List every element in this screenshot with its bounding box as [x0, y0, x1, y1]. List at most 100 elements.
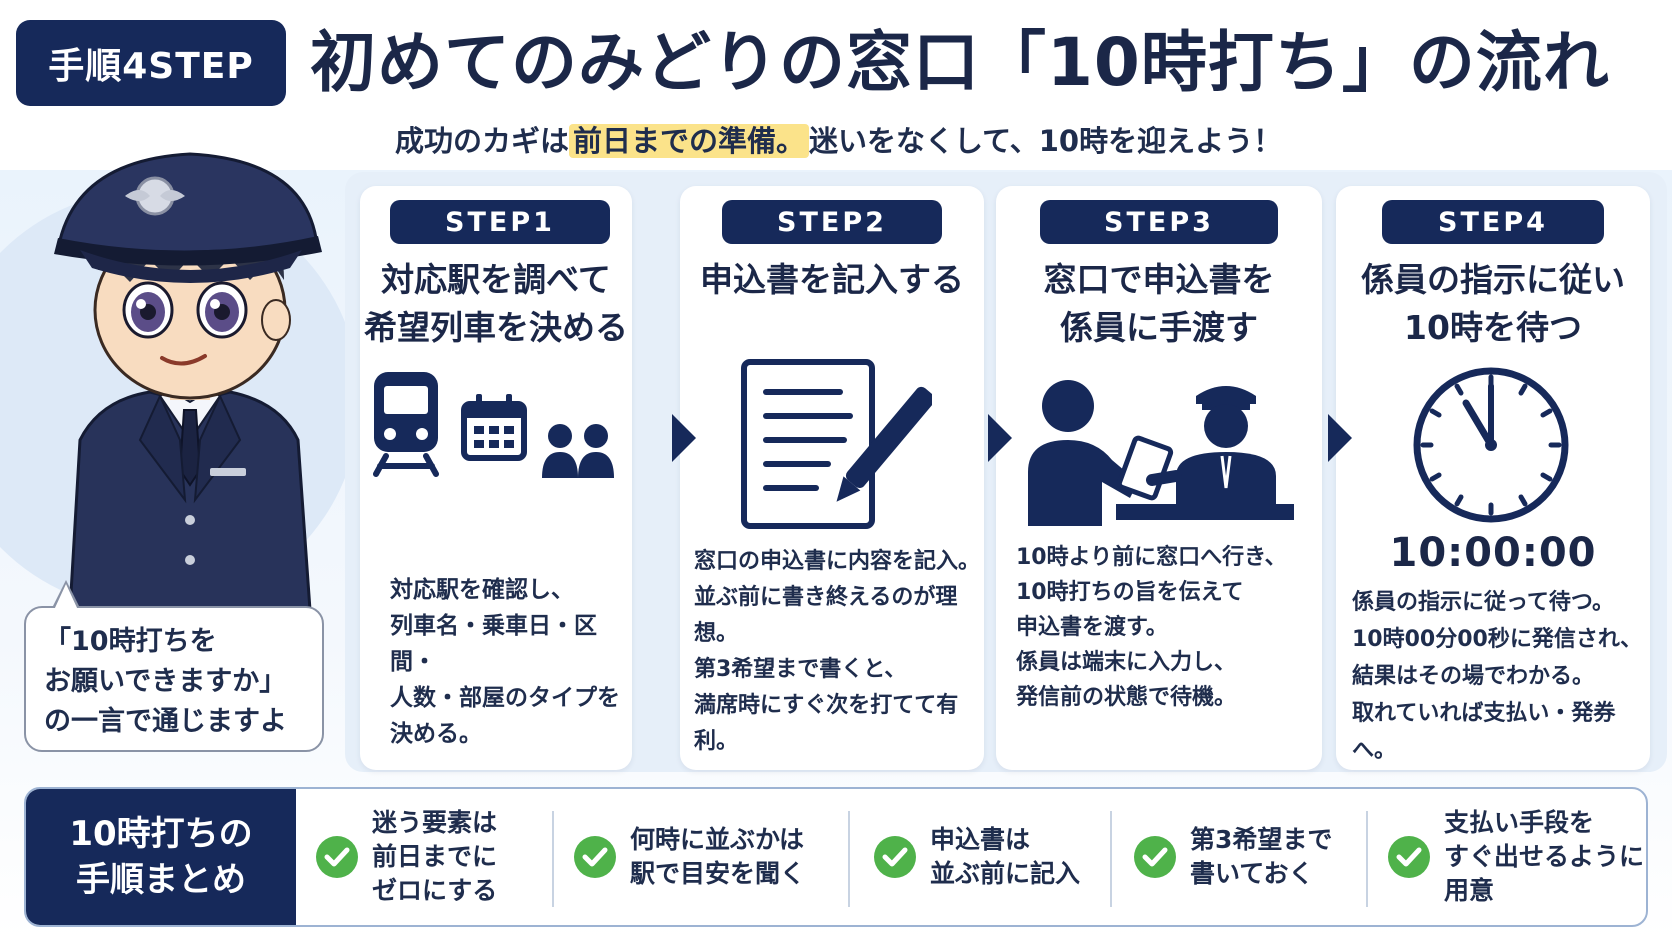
divider	[1366, 811, 1368, 907]
clock-time-readout: 10:00:00	[1389, 530, 1597, 576]
step-desc-line: 対応駅を確認し、	[390, 577, 574, 603]
subtitle-pre: 成功のカギは	[395, 124, 570, 158]
page-subtitle: 成功のカギは前日までの準備。迷いをなくして、10時を迎えよう！	[395, 118, 1495, 164]
arrow-right-icon	[672, 414, 696, 462]
summary-heading: 10時打ちの 手順まとめ	[26, 789, 296, 925]
step-desc-line: 10時打ちの旨を伝えて	[1016, 580, 1244, 605]
clock-tick	[1454, 383, 1464, 396]
clock-tick	[1454, 494, 1464, 507]
checkmark-icon	[874, 836, 916, 878]
checkmark-icon	[1388, 836, 1430, 878]
summary-heading-line-2: 手順まとめ	[76, 860, 246, 900]
summary-item: 第3希望まで 書いておく	[1134, 789, 1332, 925]
step-title: 係員の指示に従い 10時を待つ	[1336, 256, 1650, 352]
summary-line: 申込書は	[930, 825, 1031, 854]
step-description: 係員の指示に従って待つ。 10時00分00秒に発信され、 結果はその場でわかる。…	[1352, 584, 1650, 769]
summary-item: 迷う要素は 前日までに ゼロにする	[316, 789, 497, 925]
summary-item-text: 第3希望まで 書いておく	[1190, 823, 1332, 891]
step-label: STEP3	[1040, 200, 1278, 244]
step-desc-line: 結果はその場でわかる。	[1352, 664, 1595, 689]
step-desc-line: 係員の指示に従って待つ。	[1352, 590, 1615, 615]
station-staff-character	[54, 152, 322, 610]
step-desc-line: 10時より前に窓口へ行き、	[1016, 545, 1287, 570]
summary-line: 並ぶ前に記入	[930, 859, 1081, 888]
step-card-2: STEP2 申込書を記入する 窓口の申込書に内容を記入。 並ぶ前に書き終えるのが…	[680, 186, 984, 770]
summary-line: 支払い手段を	[1444, 808, 1595, 837]
clock-tick	[1518, 383, 1528, 396]
summary-item-text: 申込書は 並ぶ前に記入	[930, 823, 1080, 891]
summary-line: ゼロにする	[372, 876, 498, 905]
summary-item: 何時に並ぶかは 駅で目安を聞く	[574, 789, 805, 925]
step-description: 窓口の申込書に内容を記入。 並ぶ前に書き終えるのが理想。 第3希望まで書くと、 …	[694, 544, 984, 760]
step-count-badge: 手順4STEP	[16, 20, 286, 106]
summary-line: 前日までに	[372, 842, 498, 871]
summary-line: 第3希望まで	[1190, 825, 1333, 854]
train-icon	[373, 372, 439, 477]
divider	[1110, 811, 1112, 907]
page-title: 初めてのみどりの窓口「10時打ち」の流れ	[310, 24, 1610, 101]
summary-item: 支払い手段を すぐ出せるように 用意	[1388, 789, 1644, 925]
step-title-line-1: 対応駅を調べて	[381, 260, 611, 299]
step-desc-line: 並ぶ前に書き終えるのが理想。	[694, 585, 958, 646]
summary-line: すぐ出せるように	[1444, 842, 1645, 871]
step-card-1: STEP1 対応駅を調べて 希望列車を決める	[360, 186, 632, 770]
step-description: 10時より前に窓口へ行き、 10時打ちの旨を伝えて 申込書を渡す。 係員は端末に…	[1016, 540, 1287, 715]
summary-line: 書いておく	[1190, 859, 1314, 888]
bubble-line-2: お願いできますか」	[44, 666, 287, 697]
step-desc-line: 人数・部屋のタイプを	[390, 685, 620, 711]
calendar-icon	[461, 394, 527, 461]
step-title-line-2: 希望列車を決める	[364, 308, 628, 347]
step-desc-line: 列車名・乗車日・区間・	[390, 613, 597, 675]
arrow-right-icon	[1328, 414, 1352, 462]
subtitle-post: 迷いをなくして、10時を迎えよう！	[809, 124, 1283, 158]
bubble-line-1: 「10時打ちを	[44, 626, 217, 657]
step-desc-line: 係員は端末に入力し、	[1016, 650, 1237, 675]
summary-heading-line-1: 10時打ちの	[69, 814, 253, 854]
step-label: STEP2	[722, 200, 942, 244]
summary-item-text: 迷う要素は 前日までに ゼロにする	[372, 806, 497, 908]
checkmark-icon	[574, 836, 616, 878]
checkmark-icon	[316, 836, 358, 878]
people-icon	[542, 424, 614, 478]
clock-tick	[1429, 472, 1442, 482]
step-icons	[373, 372, 614, 478]
step-desc-line: 窓口の申込書に内容を記入。	[694, 549, 981, 574]
step-card-4: STEP4 係員の指示に従い 10時を待つ 10:00:00 係員の指示に従って…	[1336, 186, 1650, 770]
document-pen-icon	[741, 359, 932, 529]
counter-handover-icon	[1028, 380, 1294, 526]
step-title: 対応駅を調べて 希望列車を決める	[360, 256, 632, 352]
step-title-line-1: 窓口で申込書を	[1043, 260, 1275, 299]
summary-line: 迷う要素は	[372, 808, 498, 837]
arrow-right-icon	[988, 414, 1012, 462]
summary-line: 用意	[1444, 876, 1495, 905]
step-label: STEP1	[390, 200, 610, 244]
step-desc-line: 第3希望まで書くと、	[694, 657, 907, 682]
summary-item-text: 支払い手段を すぐ出せるように 用意	[1444, 806, 1644, 908]
clock-tick	[1540, 408, 1553, 418]
step-label: STEP4	[1382, 200, 1604, 244]
step-title-line-2: 係員に手渡す	[1060, 308, 1258, 347]
step-title-line-1: 申込書を記入する	[700, 260, 964, 299]
step-desc-line: 10時00分00秒に発信され、	[1352, 627, 1643, 652]
clock-tick	[1518, 494, 1528, 507]
step-title-line-1: 係員の指示に従い	[1361, 260, 1625, 299]
divider	[552, 811, 554, 907]
checkmark-icon	[1134, 836, 1176, 878]
divider	[848, 811, 850, 907]
step-desc-line: 決める。	[390, 721, 482, 747]
step-card-3: STEP3 窓口で申込書を 係員に手渡す 10時より前に窓口へ行き、 10時打ち…	[996, 186, 1322, 770]
step-desc-line: 満席時にすぐ次を打てて有利。	[694, 693, 959, 754]
subtitle-highlight: 前日までの準備。	[569, 124, 810, 158]
clock-tick	[1540, 472, 1553, 482]
step-description: 対応駅を確認し、 列車名・乗車日・区間・ 人数・部屋のタイプを 決める。	[390, 572, 632, 752]
bubble-tail-inner	[54, 584, 78, 610]
clock-tick	[1429, 408, 1442, 418]
summary-bar: 10時打ちの 手順まとめ 迷う要素は 前日までに ゼロにする 何時に並ぶかは 駅…	[24, 787, 1648, 927]
summary-line: 何時に並ぶかは	[630, 825, 805, 854]
step-title-line-2: 10時を待つ	[1404, 308, 1582, 347]
step-title: 申込書を記入する	[680, 256, 984, 304]
step-desc-line: 申込書を渡す。	[1016, 615, 1168, 640]
clock-icon	[1413, 367, 1569, 523]
step-desc-line: 発信前の状態で待機。	[1016, 685, 1237, 710]
summary-item-text: 何時に並ぶかは 駅で目安を聞く	[630, 823, 805, 891]
